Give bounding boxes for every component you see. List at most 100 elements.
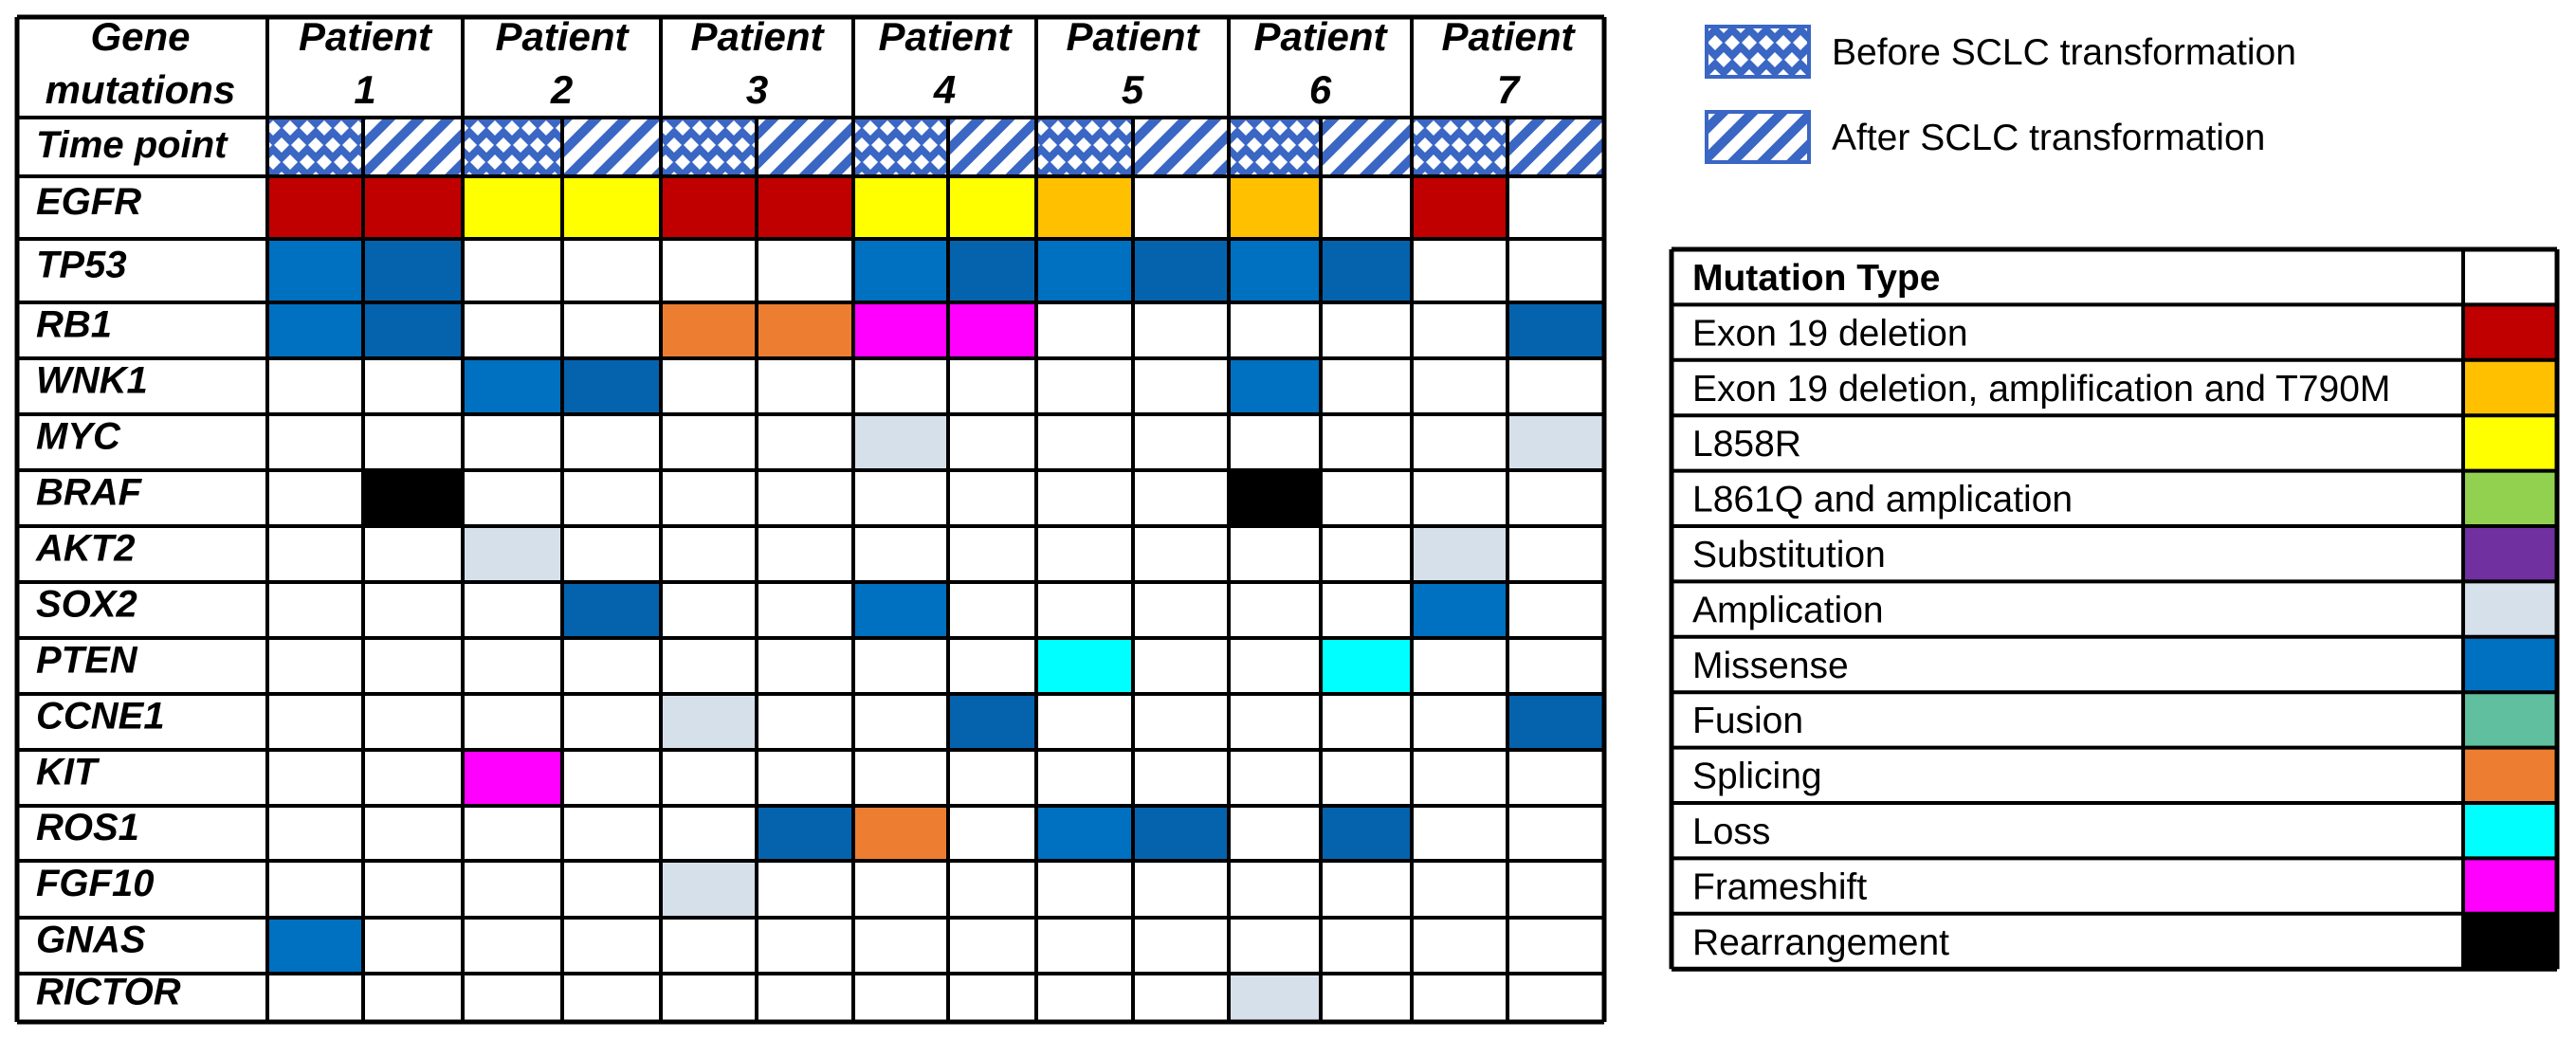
patient-header: Patient 6 [1253,14,1388,112]
mutation-cell-missense [1229,358,1321,414]
mutation-cell-exon19amp [1036,176,1133,239]
timepoint-after-cell [948,118,1036,176]
mutation-key-swatch [2463,858,2557,914]
mutation-cell-missense [1412,582,1507,638]
mutation-cell-loss [1321,638,1412,694]
mutation-cell-splicing [661,302,757,358]
timepoint-before-cell [661,118,757,176]
timepoint-after-cell [363,118,463,176]
gene-label: MYC [36,416,121,458]
mutation-cell-missense [267,302,363,358]
patient-header-line: Patient [1253,14,1388,59]
patient-header-line: Patient [1066,14,1200,59]
gene-label: FGF10 [36,863,154,904]
mutation-key-label: Rearrangement [1692,922,1949,963]
gene-label: PTEN [36,640,138,682]
mutation-cell-missense-dark [757,806,853,861]
mutation-cell-amplification [463,526,562,582]
mutation-key-title: Mutation Type [1692,258,1940,299]
mutation-key-swatch [2463,636,2557,693]
mutation-key-row: L861Q and amplication [1692,470,2557,526]
mutation-cell-amplification [853,414,948,470]
mutation-cell-amplification [661,861,757,918]
mutation-key-label: Exon 19 deletion [1692,313,1968,354]
gene-mutations-header: Gene mutations [46,14,236,112]
patient-header-line: 1 [354,67,375,112]
mutation-cell-amplification [1412,526,1507,582]
timepoint-after-cell [1133,118,1229,176]
mutation-key-swatch [2463,359,2557,416]
mutation-cell-missense-dark [948,694,1036,750]
gene-label: RB1 [36,304,112,346]
patient-header-line: Patient [1441,14,1576,59]
mutation-cell-missense-dark [1321,239,1412,302]
diamond-pattern-swatch [1705,25,1811,79]
mutation-key-row: Exon 19 deletion [1692,304,2557,360]
mutation-cell-frameshift [463,750,562,806]
mutation-cell-missense [1036,806,1133,861]
mutation-cell-missense-dark [562,582,661,638]
mutation-cell-missense-dark [363,302,463,358]
timepoint-before-cell [1412,118,1507,176]
mutation-cell-missense-dark [948,239,1036,302]
mutation-cell-missense [463,358,562,414]
patient-header-line: Patient [495,14,630,59]
gene-label: SOX2 [36,584,137,626]
timepoint-after-cell [562,118,661,176]
timepoint-after-cell [1507,118,1604,176]
gene-label: AKT2 [35,528,135,570]
mutation-key-row: Amplication [1692,581,2557,637]
mutation-key-swatch [2463,304,2557,360]
patient-header-line: 6 [1309,67,1332,112]
mutation-key-row: Fusion [1692,692,2557,748]
mutation-cell-l858r [463,176,562,239]
patient-header-line: Patient [690,14,825,59]
timepoint-before-cell [1036,118,1133,176]
patient-header-line: 5 [1122,67,1144,112]
mutation-key-swatch [2463,581,2557,637]
gene-label: KIT [36,752,100,793]
mutation-key-swatch [2463,747,2557,803]
timepoint-before-cell [267,118,363,176]
mutation-key-row: Splicing [1692,747,2557,803]
mutation-key-label: Loss [1692,811,1770,852]
mutation-cell-exon19del [1412,176,1507,239]
mutation-key-row: Exon 19 deletion, amplification and T790… [1692,359,2557,416]
mutation-table: Gene mutations Patient1Patient2Patient3P… [14,14,1607,1025]
patient-header: Patient 5 [1066,14,1200,112]
mutation-key-swatch [2463,692,2557,748]
mutation-key-row: L858R [1692,415,2557,471]
gene-label: RICTOR [36,972,181,1013]
timepoint-before-cell [853,118,948,176]
mutation-key-row: Missense [1692,636,2557,693]
mutation-key-label: Exon 19 deletion, amplification and T790… [1692,369,2390,410]
mutation-cell-exon19del [661,176,757,239]
mutation-key-label: Fusion [1692,701,1803,741]
timepoint-before-cell [463,118,562,176]
mutation-cell-missense [267,918,363,974]
patient-header: Patient 7 [1441,14,1576,112]
mutation-cell-missense-dark [1133,806,1229,861]
gene-label: TP53 [36,245,127,286]
mutation-cell-missense [1036,239,1133,302]
timepoint-before-cell [1229,118,1321,176]
patient-header-line: 7 [1497,67,1521,112]
mutation-cell-rearrangement [1229,470,1321,526]
patient-header-line: Patient [299,14,433,59]
mutation-key-row: Frameshift [1692,858,2557,914]
mutation-cell-l858r [853,176,948,239]
gene-label: ROS1 [36,807,139,848]
pattern-legend-item: After SCLC transformation [1705,110,2265,164]
gene-mutations-header-line-1: Gene [90,14,190,59]
timepoint-after-cell [757,118,853,176]
gene-mutations-header-line-2: mutations [46,67,236,112]
gene-label: EGFR [36,181,141,223]
mutation-key-label: Substitution [1692,535,1886,575]
mutation-key-label: L861Q and amplication [1692,480,2073,520]
mutation-cell-missense [853,582,948,638]
mutation-cell-missense [853,239,948,302]
